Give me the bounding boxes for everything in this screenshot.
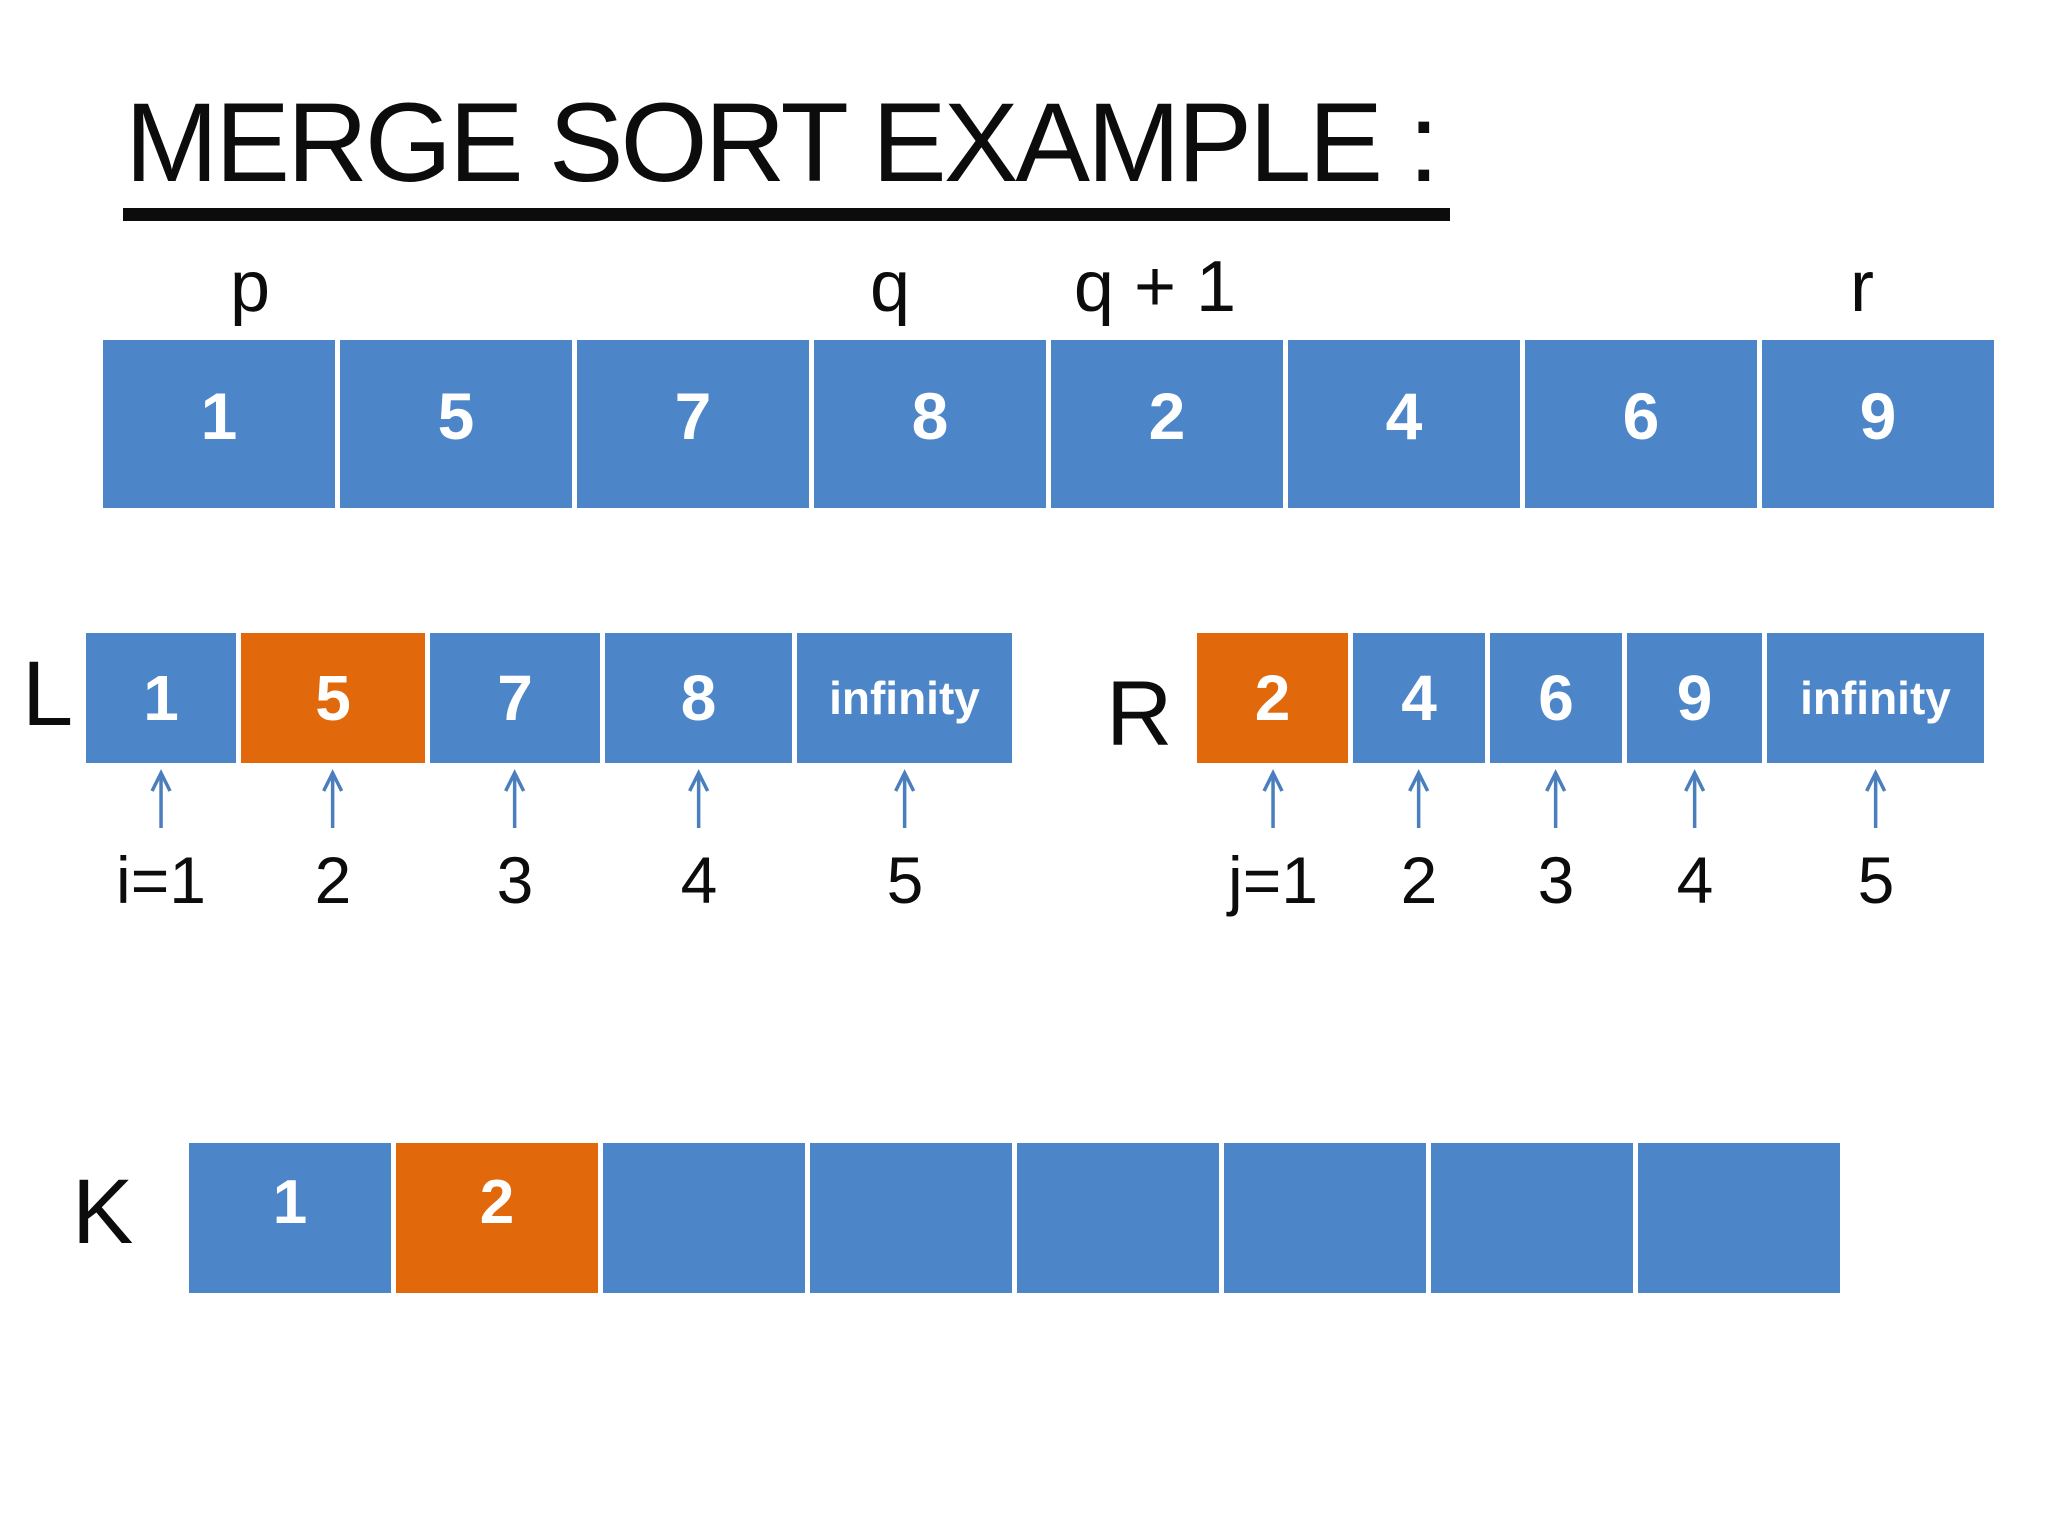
array-cell: 1 xyxy=(86,633,236,763)
index-pointer: 4 xyxy=(1676,768,1714,918)
array-cell: 6 xyxy=(1490,633,1622,763)
index-label: 3 xyxy=(496,843,534,917)
index-label: 4 xyxy=(1676,843,1714,917)
array-cell: 5 xyxy=(340,340,572,508)
array-cell: 9 xyxy=(1627,633,1762,763)
array-cell: 1 xyxy=(189,1143,391,1293)
array-cell: infinity xyxy=(1767,633,1984,763)
cell-value: 1 xyxy=(143,662,179,734)
array-cell: 2 xyxy=(1197,633,1348,763)
index-label: 2 xyxy=(1400,843,1438,917)
array-cell: 2 xyxy=(396,1143,598,1293)
index-pointer: 5 xyxy=(886,768,924,918)
index-marker-label: q + 1 xyxy=(1073,247,1237,327)
cell-value: infinity xyxy=(1800,672,1951,724)
array-cell: 7 xyxy=(577,340,809,508)
cell-value: 1 xyxy=(200,379,238,453)
index-pointer: 3 xyxy=(496,768,534,918)
array-cell: 8 xyxy=(814,340,1046,508)
up-arrow-icon xyxy=(504,769,526,828)
up-arrow-icon xyxy=(688,769,710,828)
array-cell: infinity xyxy=(797,633,1012,763)
array-cell xyxy=(1638,1143,1840,1293)
up-arrow-icon xyxy=(1865,769,1887,828)
cell-value: 1 xyxy=(272,1167,308,1237)
up-arrow-icon xyxy=(1545,769,1567,828)
cell-value: 2 xyxy=(479,1167,515,1237)
array-cell xyxy=(1224,1143,1426,1293)
array-cell: 6 xyxy=(1525,340,1757,508)
index-label: j=1 xyxy=(1228,843,1318,917)
cell-value: 5 xyxy=(315,662,351,734)
up-arrow-icon xyxy=(1408,769,1430,828)
cell-value: 4 xyxy=(1401,662,1437,734)
array-cell: 4 xyxy=(1288,340,1520,508)
array-cell: 2 xyxy=(1051,340,1283,508)
array-cell xyxy=(1017,1143,1219,1293)
right-array-label: R xyxy=(1106,663,1173,765)
cell-value: 2 xyxy=(1148,379,1186,453)
index-pointer: i=1 xyxy=(116,768,206,918)
up-arrow-icon xyxy=(1684,769,1706,828)
array-cell: 8 xyxy=(605,633,792,763)
index-label: 2 xyxy=(314,843,352,917)
cell-value: 7 xyxy=(497,662,533,734)
source-array: 1 5 7 8 2 4 6 9 xyxy=(103,340,1994,508)
index-label: 3 xyxy=(1537,843,1575,917)
index-marker-label: q xyxy=(869,247,911,327)
page-title: MERGE SORT EXAMPLE : xyxy=(123,84,1451,221)
cell-value: 6 xyxy=(1538,662,1574,734)
left-array: 1 5 7 8 infinity xyxy=(86,633,1012,763)
index-pointer: 2 xyxy=(1400,768,1438,918)
up-arrow-icon xyxy=(1262,769,1284,828)
array-cell xyxy=(810,1143,1012,1293)
cell-value: 8 xyxy=(680,662,717,734)
array-cell xyxy=(1431,1143,1633,1293)
cell-value: 4 xyxy=(1385,379,1423,453)
cell-value: 6 xyxy=(1622,379,1660,453)
cell-value: 7 xyxy=(674,379,712,453)
output-array-label: K xyxy=(72,1161,134,1263)
index-marker-label: r xyxy=(1850,247,1874,327)
index-label: 5 xyxy=(886,843,924,917)
up-arrow-icon xyxy=(150,769,172,828)
cell-value: 5 xyxy=(437,379,475,453)
index-pointer: 3 xyxy=(1537,768,1575,918)
cell-value: 9 xyxy=(1859,379,1897,453)
index-marker-label: p xyxy=(229,247,271,327)
array-cell: 4 xyxy=(1353,633,1485,763)
cell-value: 2 xyxy=(1254,662,1291,734)
index-pointer: j=1 xyxy=(1228,768,1318,918)
array-cell: 5 xyxy=(241,633,425,763)
left-array-label: L xyxy=(22,643,74,745)
array-cell: 9 xyxy=(1762,340,1994,508)
index-pointer: 2 xyxy=(314,768,352,918)
index-label: 4 xyxy=(680,843,718,917)
index-label: 5 xyxy=(1857,843,1895,917)
index-pointer: 4 xyxy=(680,768,718,918)
up-arrow-icon xyxy=(894,769,916,828)
cell-value: 8 xyxy=(911,379,949,453)
right-array: 2 4 6 9 infinity xyxy=(1197,633,1984,763)
array-cell: 7 xyxy=(430,633,600,763)
index-label: i=1 xyxy=(116,843,206,917)
up-arrow-icon xyxy=(322,769,344,828)
cell-value: infinity xyxy=(829,672,980,724)
index-pointer: 5 xyxy=(1857,768,1895,918)
array-cell: 1 xyxy=(103,340,335,508)
cell-value: 9 xyxy=(1676,662,1713,734)
array-cell xyxy=(603,1143,805,1293)
